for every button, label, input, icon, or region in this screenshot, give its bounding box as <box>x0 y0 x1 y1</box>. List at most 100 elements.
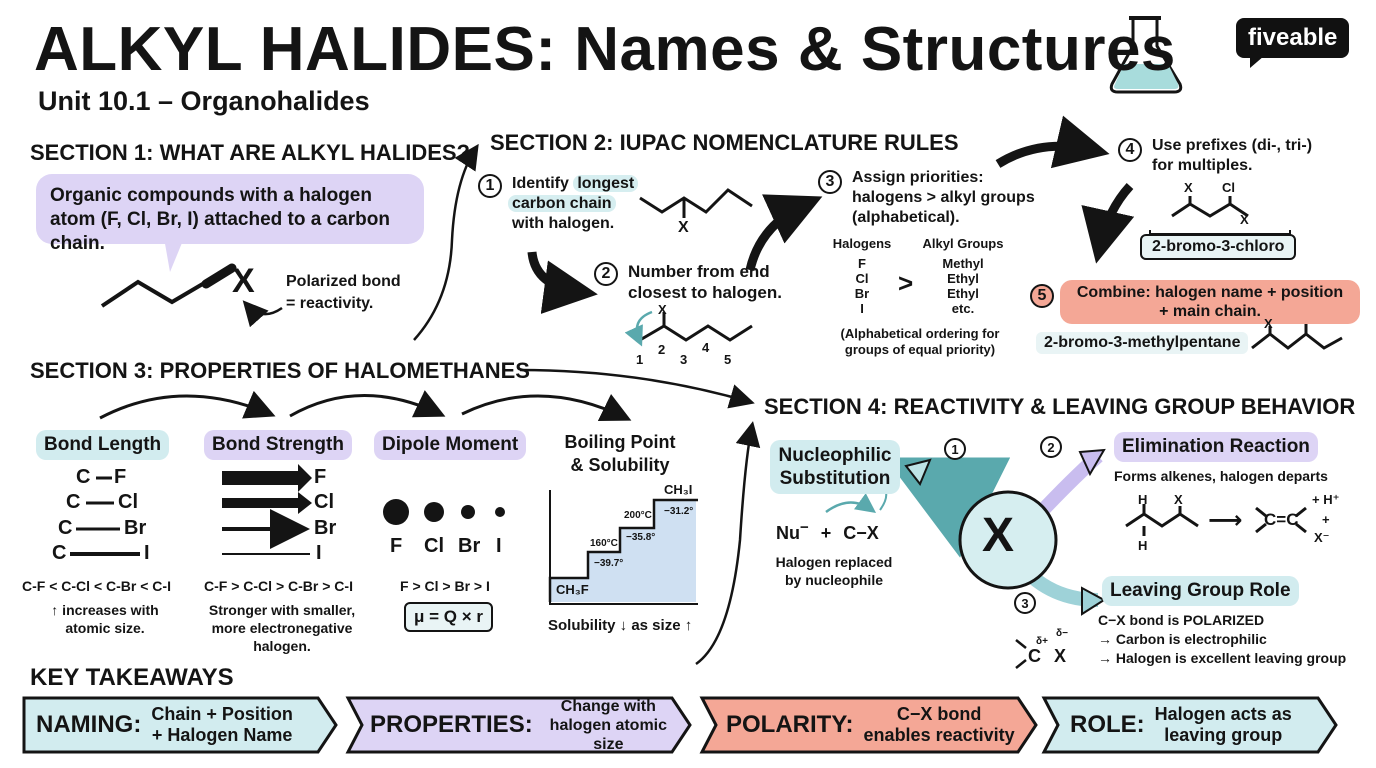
step2-number: 2 <box>594 262 618 286</box>
bl-br: Br <box>124 517 147 539</box>
step2-num-5: 5 <box>724 352 732 367</box>
step1-x: X <box>678 219 689 236</box>
step1-line1: Identify longest <box>512 174 639 194</box>
step2-line2: closest to halogen. <box>628 283 782 302</box>
dm-f: F <box>390 535 403 557</box>
lg-line2: → Carbon is electrophilic <box>1098 631 1267 647</box>
polarized-note-1: Polarized bond <box>286 273 401 290</box>
dipole-moment-label: Dipole Moment <box>374 430 527 460</box>
polarized-note-2: = reactivity. <box>286 295 374 312</box>
bubble-tail <box>164 238 184 272</box>
page-title: ALKYL HALIDES: Names & Structures <box>34 15 1176 84</box>
nucleophilic-line2: Substitution <box>779 468 891 489</box>
step2-num-4: 4 <box>702 340 710 355</box>
dm-i: I <box>496 535 502 557</box>
takeaway-properties-line1: Change with <box>560 697 656 715</box>
elim-x: X <box>1174 492 1183 507</box>
bp-step-1: −31.2° <box>664 506 694 517</box>
takeaway-role-line2: leaving group <box>1164 725 1283 745</box>
step1-number: 1 <box>478 174 502 198</box>
lg-line3: → Halogen is excellent leaving group <box>1098 650 1347 666</box>
nucleophilic-label: Nucleophilic Substitution <box>770 440 900 494</box>
bs-i: I <box>316 542 322 564</box>
alkyl-ethyl-2: Ethyl <box>947 286 979 301</box>
lg-delta-minus: δ− <box>1056 628 1068 639</box>
path-num-1: 1 <box>944 438 966 460</box>
step1-line3: with halogen. <box>512 215 615 232</box>
nucleophile-equation: Nu−+C−X <box>776 518 879 543</box>
lg-carbon: C <box>1028 646 1041 666</box>
takeaway-naming-line1: Chain + Position <box>151 704 293 724</box>
step1-highlight: longest <box>573 175 639 192</box>
priority-note-2: groups of equal priority) <box>844 342 996 357</box>
step5-x: X <box>1264 316 1273 331</box>
step3-number: 3 <box>818 170 842 194</box>
bond-strength-label: Bond Strength <box>204 430 352 460</box>
bp-top-label: CH₃I <box>664 482 693 497</box>
alkyl-etc: etc. <box>951 301 975 316</box>
takeaway-naming-key: NAMING: <box>36 711 142 738</box>
alkyl-header: Alkyl Groups <box>922 236 1004 251</box>
bs-note-1: Stronger with smaller, <box>208 602 356 618</box>
step5-name: 2-bromo-3-methylpentane <box>1036 332 1249 354</box>
elimination-label: Elimination Reaction <box>1114 432 1318 462</box>
step5-line1: Combine: halogen name + position <box>1076 284 1344 301</box>
step3-line3: (alphabetical). <box>852 209 960 226</box>
elim-arrow: ⟶ <box>1208 507 1243 534</box>
step4-x1: X <box>1184 180 1193 195</box>
bp-step-3: −35.8° <box>626 532 656 543</box>
eq-plus: + <box>820 523 832 543</box>
lg-halogen: X <box>1054 646 1067 666</box>
path-num-2: 2 <box>1040 436 1062 458</box>
nucleophilic-desc-1: Halogen replaced <box>775 554 893 570</box>
flask-icon <box>1109 16 1183 94</box>
bl-note-2: atomic size. <box>65 620 145 636</box>
leaving-group-label: Leaving Group Role <box>1102 576 1299 606</box>
bl-cl: Cl <box>118 491 138 513</box>
center-x: X <box>982 509 1015 562</box>
bp-label-2: & Solubility <box>570 455 670 475</box>
bl-c4: C <box>52 542 67 564</box>
halogens-header: Halogens <box>832 236 892 251</box>
step4-name-box: 2-bromo-3-chloro <box>1140 234 1297 260</box>
halogen-f: F <box>858 256 866 271</box>
solubility-note: Solubility ↓ as size ↑ <box>548 617 693 634</box>
elimination-desc: Forms alkenes, halogen departs <box>1114 468 1328 484</box>
bl-f: F <box>114 466 127 488</box>
dm-cl: Cl <box>424 535 444 557</box>
bp-step-5: −39.7° <box>594 558 624 569</box>
path-num-3: 3 <box>1014 592 1036 614</box>
bl-i: I <box>144 542 150 564</box>
priority-greater: > <box>898 268 914 298</box>
bs-order: C-F > C-Cl > C-Br > C-I <box>204 578 353 594</box>
dipole-formula: μ = Q × r <box>404 602 493 632</box>
halogen-x: X <box>232 262 255 300</box>
bs-note-2: more electronegative <box>211 620 353 636</box>
step2-num-2: 2 <box>658 342 666 357</box>
bs-note-3: halogen. <box>253 638 311 654</box>
section1-heading: SECTION 1: WHAT ARE ALKYL HALIDES? <box>30 140 470 165</box>
takeaway-role-shape <box>1041 696 1338 754</box>
halogen-i: I <box>860 301 864 316</box>
elim-product: C=C <box>1264 510 1299 529</box>
definition-bubble: Organic compounds with a halogen atom (F… <box>36 174 424 254</box>
nucleophilic-line1: Nucleophilic <box>778 445 892 466</box>
step1-text-a: Identify <box>512 175 574 192</box>
bp-step-2: 200°C <box>624 510 652 521</box>
takeaway-polarity-line2: enables reactivity <box>863 725 1015 745</box>
section2-heading: SECTION 2: IUPAC NOMENCLATURE RULES <box>490 130 959 155</box>
bond-length-label: Bond Length <box>36 430 170 460</box>
takeaway-naming-value: Chain + Position+ Halogen Name <box>151 704 293 746</box>
section3-heading: SECTION 3: PROPERTIES OF HALOMETHANES <box>30 358 530 383</box>
takeaway-polarity-key: POLARITY: <box>726 711 854 738</box>
takeaway-naming-shape <box>22 696 338 754</box>
takeaways-heading: KEY TAKEAWAYS <box>30 664 234 691</box>
step4-x2: X <box>1240 212 1249 227</box>
step3-line1: Assign priorities: <box>852 169 984 186</box>
